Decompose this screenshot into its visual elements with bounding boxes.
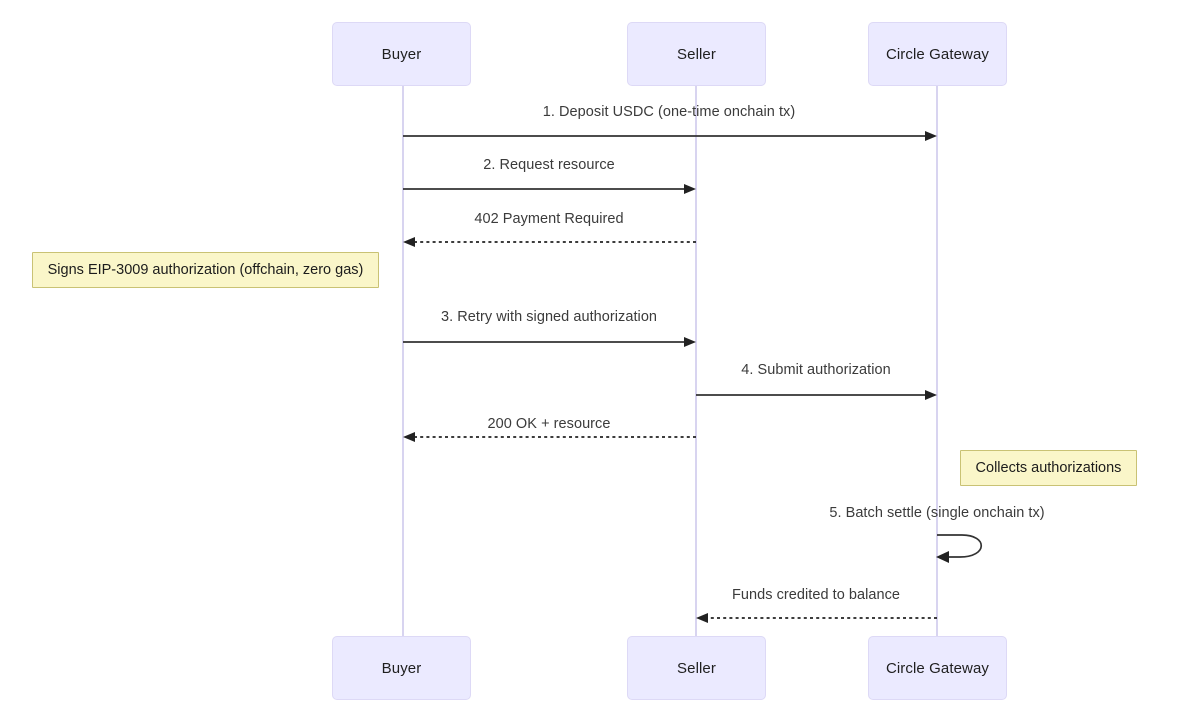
message-arrow-msg-8 (696, 613, 937, 623)
message-label-deposit-usdc: 1. Deposit USDC (one-time onchain tx) (542, 104, 796, 120)
message-arrow-msg-6 (403, 432, 696, 442)
participant-label: Seller (677, 45, 716, 63)
note-label: Collects authorizations (975, 460, 1122, 476)
participant-label: Circle Gateway (885, 659, 990, 677)
participant-box-gateway-bottom[interactable]: Circle Gateway (868, 636, 1007, 700)
message-label-funds-credited: Funds credited to balance (731, 587, 901, 603)
participant-box-seller-top[interactable]: Seller (627, 22, 766, 86)
note-signs-eip3009-authorization: Signs EIP-3009 authorization (offchain, … (32, 252, 379, 288)
message-arrow-msg-4 (403, 337, 696, 347)
participant-label: Seller (677, 659, 716, 677)
participant-box-buyer-top[interactable]: Buyer (332, 22, 471, 86)
message-arrow-msg-3 (403, 237, 696, 247)
message-label-request-resource: 2. Request resource (483, 157, 615, 173)
note-collects-authorizations: Collects authorizations (960, 450, 1137, 486)
message-label-retry-with-signed-authorization: 3. Retry with signed authorization (440, 309, 658, 325)
message-label-402-payment-required: 402 Payment Required (474, 211, 624, 227)
participant-box-seller-bottom[interactable]: Seller (627, 636, 766, 700)
message-arrow-msg-5 (696, 390, 937, 400)
message-label-submit-authorization: 4. Submit authorization (741, 362, 891, 378)
message-arrow-msg-2 (403, 184, 696, 194)
message-label-200-ok-resource: 200 OK + resource (487, 416, 611, 432)
participant-label: Buyer (381, 45, 422, 63)
participant-box-buyer-bottom[interactable]: Buyer (332, 636, 471, 700)
lifelines-group (402, 86, 938, 636)
participant-label: Buyer (381, 659, 422, 677)
message-label-batch-settle: 5. Batch settle (single onchain tx) (829, 505, 1045, 521)
participant-label: Circle Gateway (885, 45, 990, 63)
message-arrow-msg-7 (936, 534, 982, 563)
participant-box-gateway-top[interactable]: Circle Gateway (868, 22, 1007, 86)
note-label: Signs EIP-3009 authorization (offchain, … (47, 262, 364, 278)
message-arrow-msg-1 (403, 131, 937, 141)
